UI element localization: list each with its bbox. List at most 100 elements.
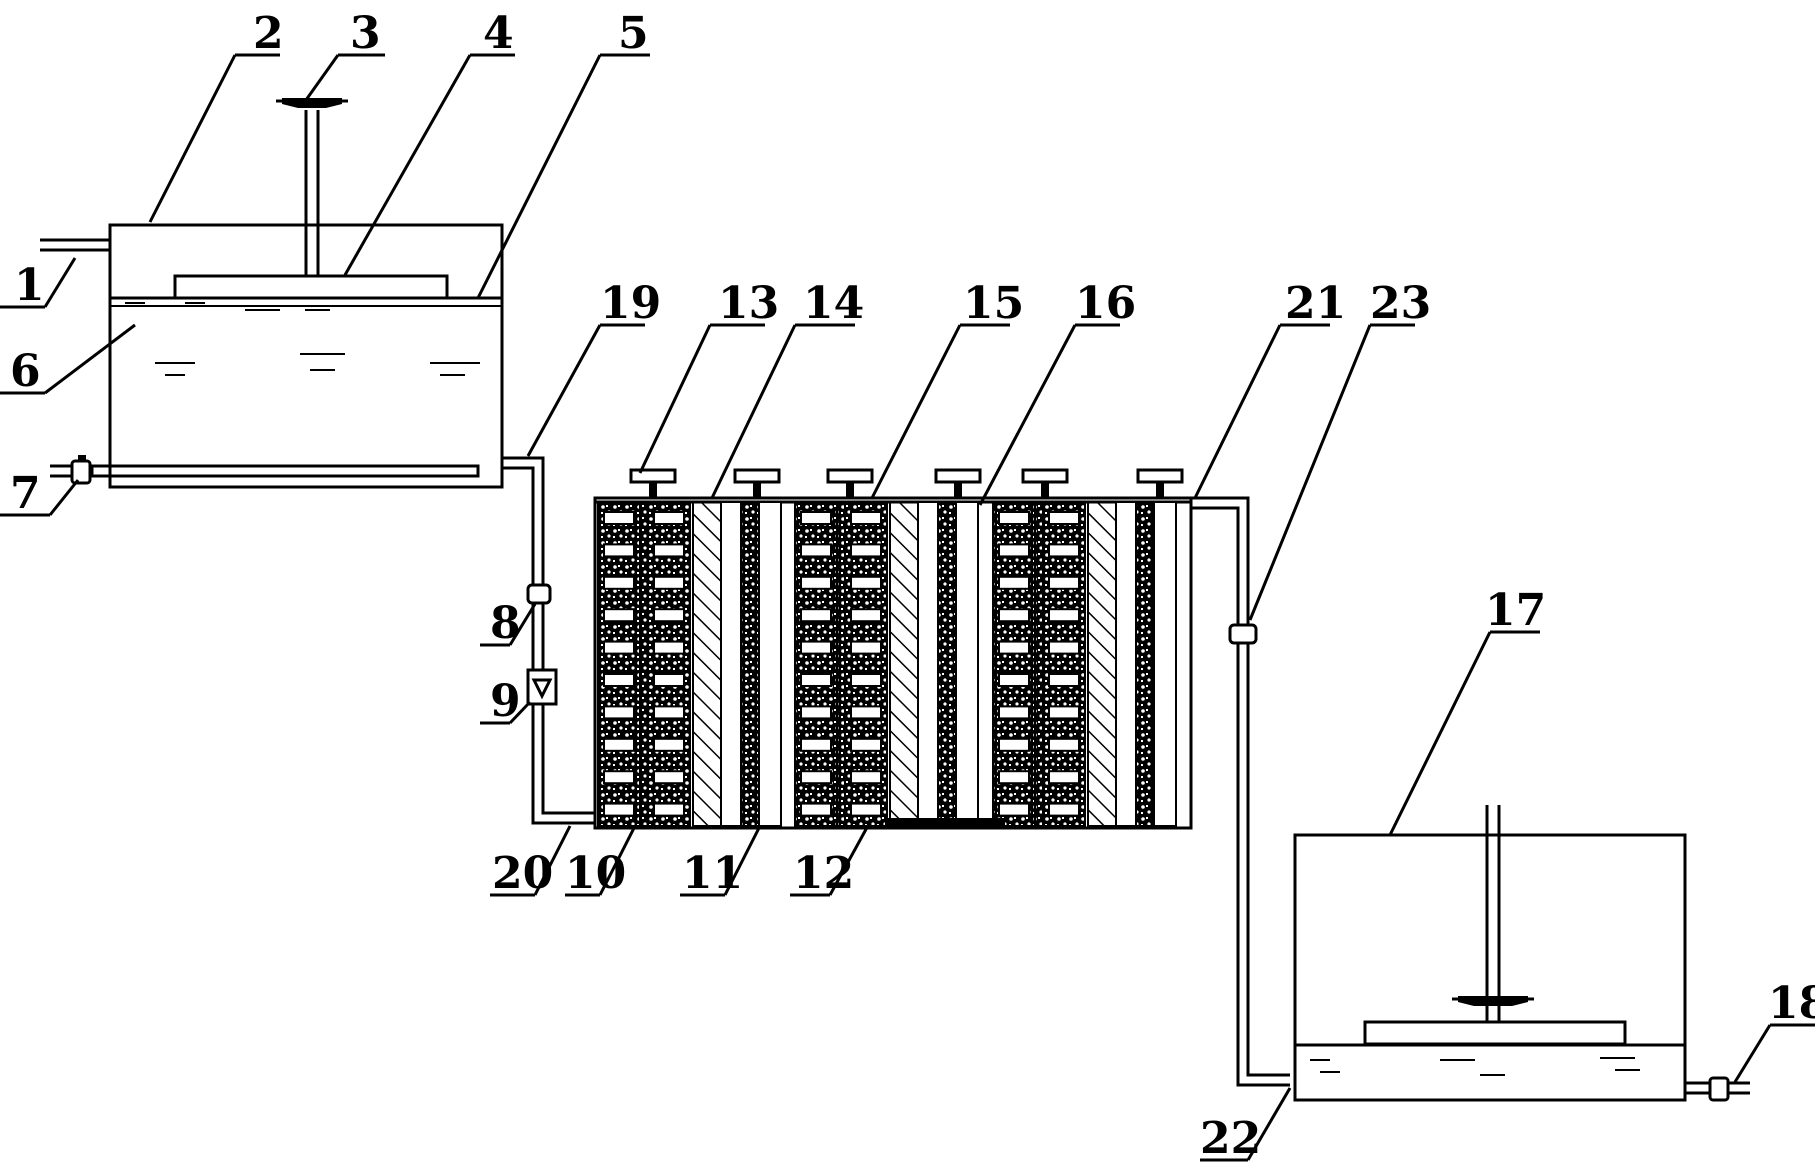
media-gap <box>603 640 635 655</box>
label-1: 1 <box>14 260 45 311</box>
cap-head <box>1136 468 1184 484</box>
label-3: 3 <box>350 8 381 59</box>
media-gap <box>998 543 1030 558</box>
channel <box>720 501 742 827</box>
label-7: 7 <box>10 468 41 519</box>
hatched-separator <box>889 501 919 827</box>
media-gap <box>800 608 832 623</box>
hatched-separator <box>692 501 722 827</box>
label-20: 20 <box>492 848 553 899</box>
media-gap <box>653 770 685 785</box>
label-5: 5 <box>618 8 649 59</box>
label-11: 11 <box>682 848 743 899</box>
cap-stem <box>846 478 854 498</box>
channel <box>1153 501 1177 827</box>
media-gap <box>998 511 1030 525</box>
media-gap <box>603 543 635 558</box>
media-gap <box>800 737 832 752</box>
media-gap <box>1048 575 1080 590</box>
media-gap <box>800 575 832 590</box>
media-gap <box>1048 737 1080 752</box>
electrode-layer <box>639 501 649 827</box>
hatched-separator <box>1087 501 1117 827</box>
cap-head <box>934 468 982 484</box>
labels: 2 3 4 5 1 6 7 19 8 9 13 14 15 16 21 23 2… <box>10 8 1815 1164</box>
media-gap <box>1048 543 1080 558</box>
cap-head <box>826 468 874 484</box>
reactor <box>593 468 1193 830</box>
media-gap <box>603 802 635 817</box>
media-gap <box>1048 705 1080 720</box>
label-23: 23 <box>1370 278 1431 329</box>
channel <box>917 501 939 827</box>
media-gap <box>800 673 832 687</box>
cap-stem <box>954 478 962 498</box>
media-gap <box>850 608 882 623</box>
media-gap <box>653 575 685 590</box>
media-gap <box>998 640 1030 655</box>
media-gap <box>603 608 635 623</box>
label-4: 4 <box>483 8 514 59</box>
media-gap <box>800 640 832 655</box>
media-gap <box>998 705 1030 720</box>
channel <box>955 501 979 827</box>
media-gap <box>653 737 685 752</box>
media-gap <box>603 511 635 525</box>
label-17: 17 <box>1485 585 1546 636</box>
media-gap <box>850 673 882 687</box>
media-gap <box>1048 640 1080 655</box>
label-19: 19 <box>600 278 661 329</box>
media-gap <box>1048 511 1080 525</box>
media-gap <box>653 802 685 817</box>
media-gap <box>653 705 685 720</box>
media-gap <box>603 673 635 687</box>
media-gap <box>653 543 685 558</box>
label-16: 16 <box>1075 278 1136 329</box>
media-gap <box>800 770 832 785</box>
label-22: 22 <box>1200 1113 1261 1164</box>
cap-stem <box>1156 478 1164 498</box>
media-gap <box>800 511 832 525</box>
electrode-layer <box>1034 501 1044 827</box>
label-15: 15 <box>963 278 1024 329</box>
media-gap <box>998 608 1030 623</box>
label-13: 13 <box>718 278 779 329</box>
media-gap <box>850 737 882 752</box>
media-gap <box>653 640 685 655</box>
cap-stem <box>1041 478 1049 498</box>
outlet-pipe <box>1191 496 1290 1087</box>
media-gap <box>850 575 882 590</box>
media-gap <box>800 705 832 720</box>
media-gap <box>653 608 685 623</box>
feed-pipe <box>502 456 595 825</box>
electrode-layer <box>1135 501 1155 827</box>
cap-head <box>733 468 781 484</box>
media-gap <box>800 802 832 817</box>
electrode-caps <box>629 468 1184 498</box>
label-12: 12 <box>793 848 854 899</box>
leader-lines <box>0 53 1815 1162</box>
media-gap <box>850 705 882 720</box>
media-gap <box>653 673 685 687</box>
media-gap <box>653 511 685 525</box>
electrode-layer <box>836 501 846 827</box>
media-gap <box>603 575 635 590</box>
label-8: 8 <box>490 598 521 649</box>
cap-stem <box>753 478 761 498</box>
media-gap <box>998 770 1030 785</box>
channel <box>1115 501 1137 827</box>
media-gap <box>1048 770 1080 785</box>
media-gap <box>850 511 882 525</box>
label-6: 6 <box>10 346 41 397</box>
label-9: 9 <box>490 676 521 727</box>
cap-head <box>629 468 677 484</box>
electrode-layer <box>937 501 957 827</box>
lower-tank <box>1293 805 1750 1102</box>
upper-tank <box>40 98 504 489</box>
media-gap <box>998 737 1030 752</box>
label-2: 2 <box>253 8 284 59</box>
cap-stem <box>649 478 657 498</box>
media-gap <box>1048 673 1080 687</box>
media-gap <box>998 802 1030 817</box>
